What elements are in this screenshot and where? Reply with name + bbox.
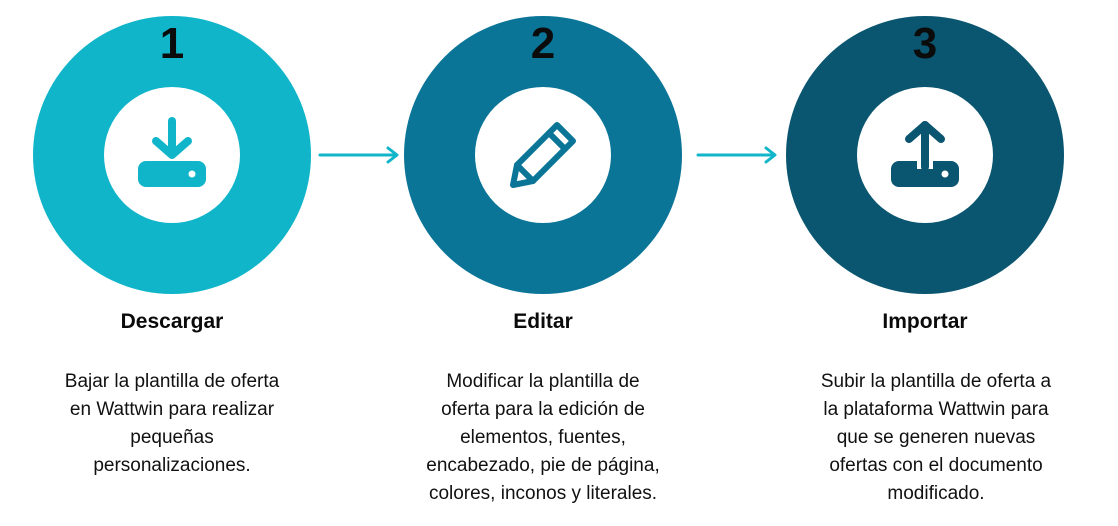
step-1-circle [33, 16, 311, 294]
step-2-circle [404, 16, 682, 294]
desc-line: en Wattwin para realizar [69, 399, 275, 420]
arrow-right-icon [696, 146, 777, 164]
step-1-title: Descargar [120, 310, 224, 333]
desc-line: Modificar la plantilla de [446, 371, 640, 392]
step-1-number: 1 [159, 19, 185, 68]
desc-line: que se generen nuevas [836, 427, 1036, 448]
desc-line: pequeñas [130, 427, 214, 448]
upload-icon [891, 121, 959, 187]
step-2-title: Editar [513, 310, 573, 333]
step-3-number: 3 [912, 19, 938, 68]
step-1-icon-holder [104, 87, 240, 223]
step-3-circle [786, 16, 1064, 294]
step-3-description: Subir la plantilla de oferta a la plataf… [776, 368, 1096, 508]
desc-line: Subir la plantilla de oferta a [820, 371, 1052, 392]
desc-line: ofertas con el documento [829, 455, 1043, 476]
desc-line: personalizaciones. [93, 455, 251, 476]
step-2-icon-holder [475, 87, 611, 223]
desc-line: elementos, fuentes, [460, 427, 626, 448]
step-3-title: Importar [882, 310, 968, 333]
desc-line: oferta para la edición de [441, 399, 645, 420]
desc-line: encabezado, pie de página, [426, 455, 660, 476]
step-1-description: Bajar la plantilla de oferta en Wattwin … [12, 368, 332, 480]
step-2-number: 2 [530, 19, 556, 68]
desc-line: modificado. [887, 483, 985, 504]
desc-line: Bajar la plantilla de oferta [64, 371, 280, 392]
arrow-right-icon [318, 146, 399, 164]
pencil-icon [510, 122, 576, 188]
download-icon [138, 117, 206, 187]
desc-line: colores, inconos y literales. [428, 483, 658, 504]
step-2-description: Modificar la plantilla de oferta para la… [383, 368, 703, 508]
desc-line: la plataforma Wattwin para [823, 399, 1049, 420]
step-3-icon-holder [857, 87, 993, 223]
